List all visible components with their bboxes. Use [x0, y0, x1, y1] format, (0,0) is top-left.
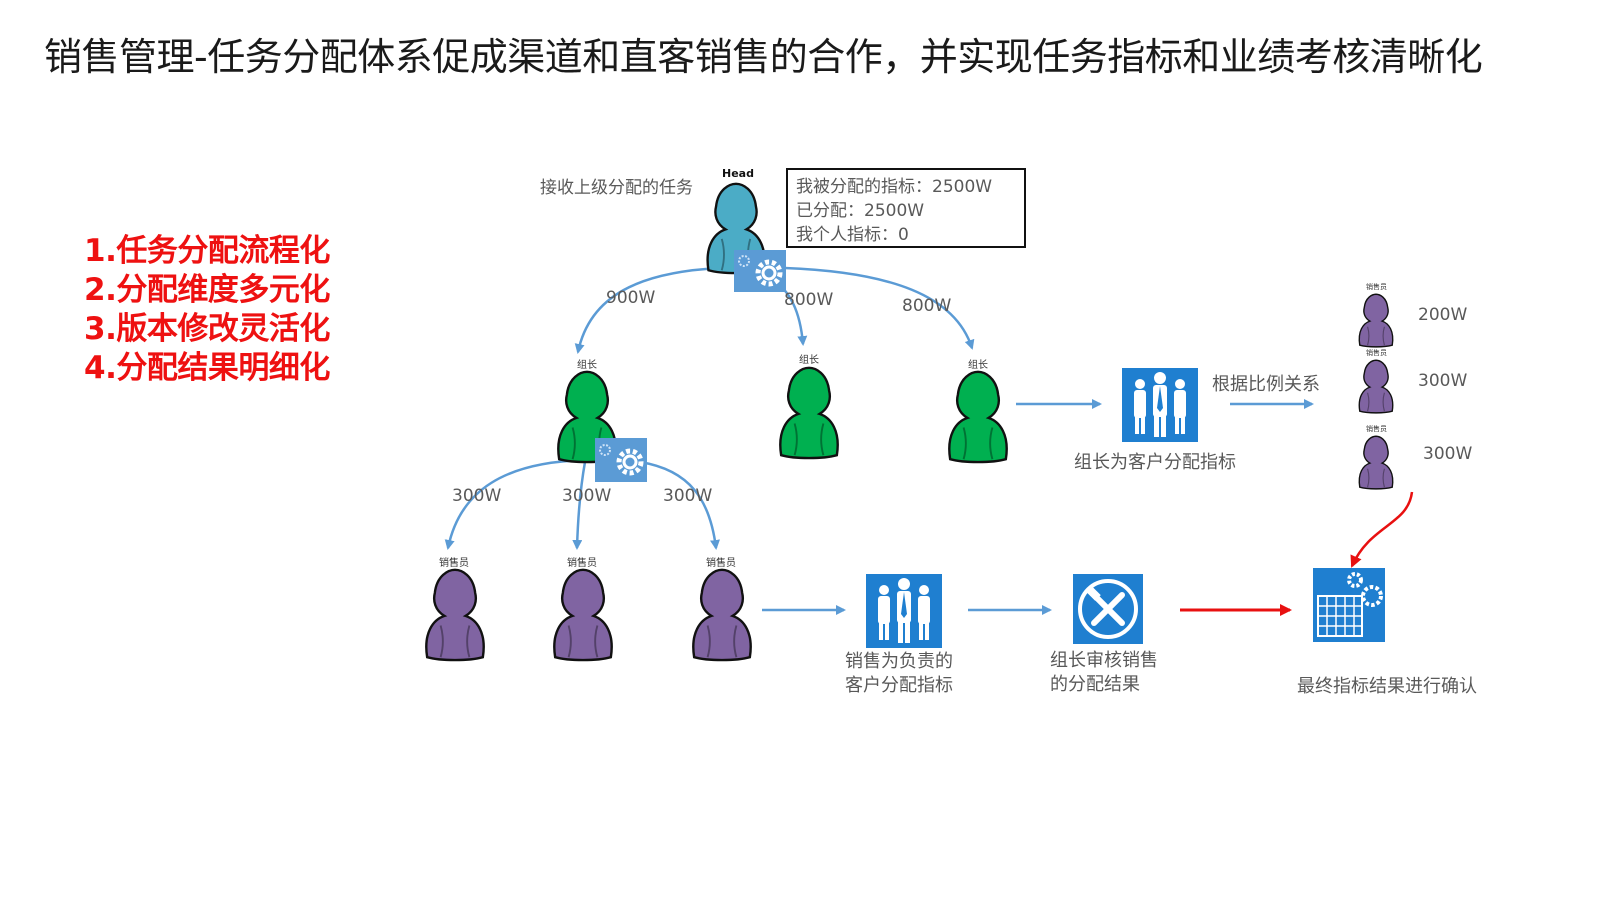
feature-item: 2.分配维度多元化	[84, 272, 330, 308]
leader-amount: 900W	[606, 288, 656, 308]
leader-amount: 800W	[902, 296, 952, 316]
step-review-line: 组长审核销售	[1050, 650, 1158, 671]
feature-item: 1.任务分配流程化	[84, 233, 330, 269]
right-sales-amount: 300W	[1418, 371, 1468, 391]
sales-role-label: 销售员	[706, 558, 736, 569]
leader-amount: 800W	[784, 290, 834, 310]
page-title: 销售管理-任务分配体系促成渠道和直客销售的合作，并实现任务指标和业绩考核清晰化	[44, 35, 1483, 79]
sales-person-icon	[1358, 359, 1394, 414]
sales-role-label: 销售员	[1366, 283, 1387, 291]
sales-amount: 300W	[663, 486, 713, 506]
step-sales-assign: 销售为负责的 客户分配指标	[845, 650, 953, 698]
arrow-ratio-to-confirm	[1350, 491, 1414, 568]
step-leader-assign: 组长为客户分配指标	[1074, 452, 1236, 473]
arrow-head-to-leader1	[574, 266, 721, 354]
sales-person-icon	[692, 568, 752, 662]
team-icon	[866, 574, 942, 648]
team-icon	[1122, 368, 1198, 442]
sales-amount: 300W	[452, 486, 502, 506]
sales-role-label: 销售员	[439, 558, 469, 569]
gear-icon	[734, 250, 786, 292]
sales-person-icon	[425, 568, 485, 662]
leader-person-icon	[779, 366, 839, 460]
arrow-leader-to-sales1	[444, 458, 587, 550]
leader-role-label: 组长	[799, 355, 819, 366]
right-sales-amount: 300W	[1423, 444, 1473, 464]
leader-person-icon	[948, 370, 1008, 464]
sales-person-icon	[553, 568, 613, 662]
feature-list: 1.任务分配流程化 2.分配维度多元化 3.版本修改灵活化 4.分配结果明细化	[84, 232, 330, 388]
tools-icon	[1073, 574, 1143, 644]
sales-role-label: 销售员	[1366, 349, 1387, 357]
calendar-gear-icon	[1313, 568, 1385, 642]
step-review-line: 的分配结果	[1050, 674, 1140, 695]
step-sales-assign-line: 客户分配指标	[845, 675, 953, 696]
step-sales-assign-line: 销售为负责的	[845, 651, 953, 672]
sales-amount: 300W	[562, 486, 612, 506]
arrow-leader-to-sales2	[572, 461, 587, 550]
feature-item: 3.版本修改灵活化	[84, 311, 330, 347]
quota-personal: 我个人指标：0	[796, 225, 909, 245]
head-receive-label: 接收上级分配的任务	[540, 178, 693, 198]
quota-allocated: 已分配：2500W	[796, 201, 925, 221]
sales-person-icon	[1358, 293, 1394, 348]
head-role-label: Head	[722, 167, 754, 180]
arrow-leader-to-sales3	[639, 460, 720, 550]
step-final-confirm: 最终指标结果进行确认	[1297, 676, 1477, 697]
leader-role-label: 组长	[968, 360, 988, 371]
step-review: 组长审核销售 的分配结果	[1050, 649, 1158, 697]
right-sales-amount: 200W	[1418, 305, 1468, 325]
arrow-head-to-leader3	[784, 266, 975, 350]
ratio-label: 根据比例关系	[1212, 374, 1320, 395]
sales-person-icon	[1358, 435, 1394, 490]
quota-assigned: 我被分配的指标：2500W	[796, 177, 993, 197]
leader-role-label: 组长	[577, 360, 597, 371]
gear-icon	[595, 438, 647, 482]
feature-item: 4.分配结果明细化	[84, 350, 330, 386]
sales-role-label: 销售员	[1366, 425, 1387, 433]
quota-summary-box: 我被分配的指标：2500W 已分配：2500W 我个人指标：0	[786, 168, 1026, 248]
sales-role-label: 销售员	[567, 558, 597, 569]
